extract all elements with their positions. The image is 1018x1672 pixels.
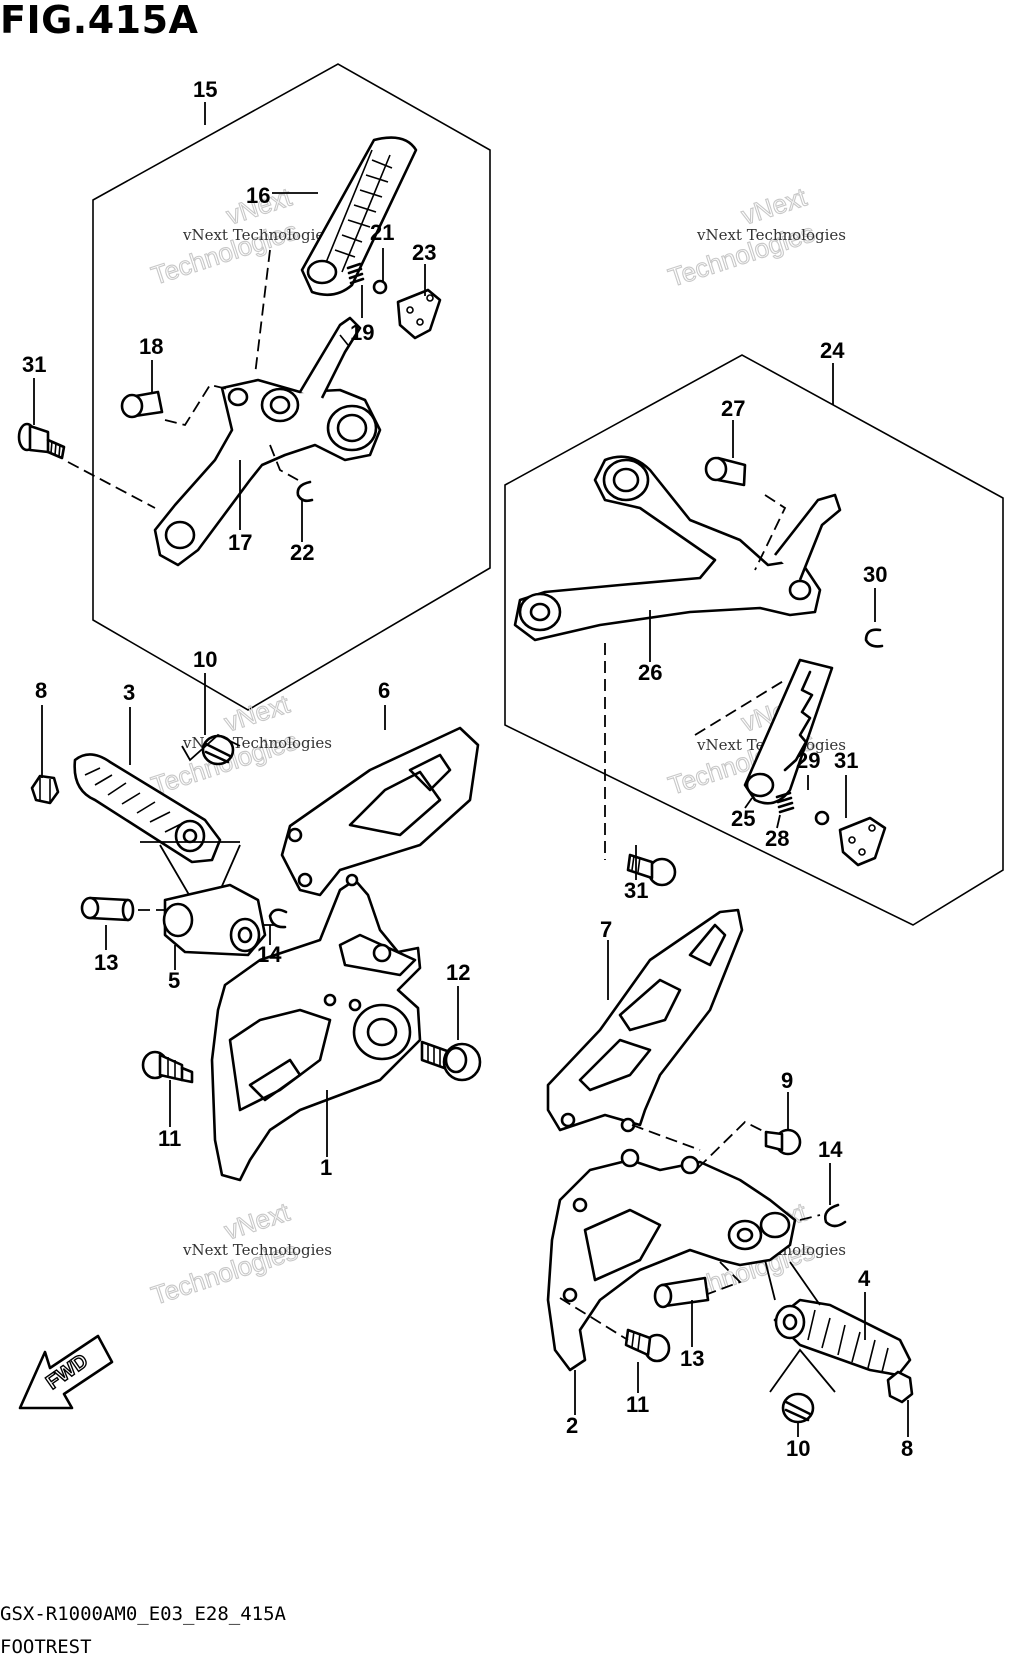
plate-22 [396,288,442,340]
callout-4: 4 [858,1266,871,1291]
callout-21: 22 [290,540,314,565]
fwd-arrow-icon: FWD [18,1334,114,1410]
callout-2: 2 [566,1413,578,1438]
clip-14-left [268,908,288,929]
callout-25: 26 [638,660,662,685]
svg-text:vNext Technologies: vNext Technologies [696,226,846,244]
callout-11-right: 11 [626,1392,649,1417]
callout-23: 24 [820,338,845,363]
footrest-peg-16 [300,136,418,297]
bolt-31-right [626,853,677,887]
callout-18: 18 [139,334,163,359]
callout-26: 27 [721,396,745,421]
plate-30 [838,816,887,867]
svg-text:vNext Technologies: vNext Technologies [182,226,332,244]
callout-8-right: 8 [901,1436,913,1461]
callout-29: 30 [863,562,887,587]
bracket-1 [210,873,422,1182]
callout-15: 15 [193,77,217,102]
pin-18 [120,390,164,419]
nut-8-right [886,1370,914,1404]
pin-13-left [80,896,135,922]
callout-17: 17 [228,530,252,555]
bracket-2 [546,1148,797,1372]
pivot-5 [162,883,267,957]
footrest-peg-3 [73,753,222,864]
bolt-12 [420,1040,482,1082]
figure-title: FIG.415A [0,0,199,42]
callout-31-right: 31 [624,878,648,903]
callout-9: 9 [781,1068,793,1093]
footrest-peg-24 [743,658,834,805]
watermark-3: Technologies vNext vNext Technologies [147,688,332,801]
footrest-bracket-25 [513,455,842,642]
heel-guard-7 [546,908,744,1133]
callout-14-left: 14 [257,942,282,967]
bolt-11-right [624,1328,671,1363]
pin-13-right [653,1276,710,1309]
bolt-11-left [141,1050,194,1084]
ball-20 [372,279,388,295]
footrest-peg-4 [773,1298,912,1377]
callout-13-left: 13 [94,950,118,975]
callout-28: 29 [796,748,820,773]
svg-text:vNext Technologies: vNext Technologies [182,1241,332,1259]
callout-27: 28 [765,826,789,851]
callout-7: 7 [600,917,612,942]
pin-26 [704,456,747,487]
clip-21 [296,480,314,503]
callout-14-right: 14 [818,1137,843,1162]
callout-10-left: 10 [193,647,217,672]
clip-14-right [823,1203,847,1228]
callout-8-left: 8 [35,678,47,703]
watermark-2: Technologies vNext vNext Technologies [664,181,846,293]
spring-27 [775,791,795,814]
clip-29 [864,628,884,648]
callout-3: 3 [123,680,135,705]
callout-20: 21 [370,220,394,245]
callout-31-top: 31 [22,352,46,377]
callout-10-right: 10 [786,1436,810,1461]
callout-13-right: 13 [680,1346,704,1371]
spring-19 [346,262,365,285]
bolt-31-top [17,422,66,460]
callout-12: 12 [446,960,470,985]
watermark-5: Technologies vNext vNext Technologies [147,1196,332,1311]
callout-16: 16 [246,183,270,208]
callout-19: 19 [350,320,374,345]
bolt-9 [764,1128,802,1156]
spring-10-right [781,1392,815,1424]
callout-5: 5 [168,968,180,993]
nut-8-left [30,774,60,805]
callout-30: 31 [834,748,858,773]
kit-box-23 [504,354,1004,926]
callout-6: 6 [378,678,390,703]
figure-name: FOOTREST [0,1636,92,1658]
ball-28 [814,810,830,826]
kit-box-15 [92,63,491,711]
callout-22: 23 [412,240,436,265]
figure-code: GSX-R1000AM0_E03_E28_415A [0,1603,286,1625]
callout-24: 25 [731,806,755,831]
callout-1: 1 [320,1155,332,1180]
callout-11-left: 11 [158,1126,181,1151]
footrest-bracket-17 [153,316,382,567]
heel-guard-6 [280,726,480,897]
